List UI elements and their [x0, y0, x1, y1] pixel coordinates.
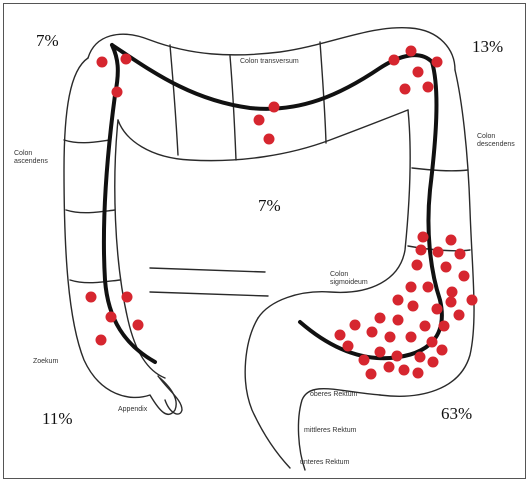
lesion-dot [112, 87, 123, 98]
lesion-dot [447, 287, 458, 298]
label-colon-ascendens: Colon ascendens [14, 150, 48, 166]
lesion-dot [406, 332, 417, 343]
label-oberes-rektum: oberes Rektum [310, 391, 357, 399]
lesion-dot [412, 260, 423, 271]
lesion-dot [384, 362, 395, 373]
percentage-middle: 7% [258, 197, 281, 214]
lesion-dot [432, 57, 443, 68]
lesion-dot [437, 345, 448, 356]
lesion-dot [416, 245, 427, 256]
lesion-dot [385, 332, 396, 343]
lesion-dot [406, 282, 417, 293]
lesion-dot [359, 355, 370, 366]
lesion-dot [413, 67, 424, 78]
lesion-dot [389, 55, 400, 66]
lesion-dot [423, 282, 434, 293]
lesion-dot [441, 262, 452, 273]
label-colon-sigmoideum: Colon sigmoideum [330, 271, 368, 287]
lesion-dot [400, 84, 411, 95]
lesion-dot [433, 247, 444, 258]
lesion-dot [420, 321, 431, 332]
lesion-dot [97, 57, 108, 68]
lesion-dot [367, 327, 378, 338]
lesion-dot [335, 330, 346, 341]
lesion-dot [427, 337, 438, 348]
label-appendix: Appendix [118, 406, 147, 414]
lesion-dot [96, 335, 107, 346]
lesion-dot [399, 365, 410, 376]
lesion-dots [86, 46, 478, 380]
lesion-dot [418, 232, 429, 243]
lesion-dot [343, 341, 354, 352]
lesion-dot [133, 320, 144, 331]
label-colon-transversum: Colon transversum [240, 58, 299, 66]
percentage-bottom-left: 11% [42, 410, 73, 427]
lesion-dot [446, 235, 457, 246]
lesion-dot [432, 304, 443, 315]
lesion-dot [423, 82, 434, 93]
lesion-dot [264, 134, 275, 145]
lesion-dot [467, 295, 478, 306]
label-unteres-rektum: unteres Rektum [300, 459, 349, 467]
lesion-dot [122, 292, 133, 303]
lesion-dot [350, 320, 361, 331]
lesion-dot [428, 357, 439, 368]
lesion-dot [415, 352, 426, 363]
lesion-dot [106, 312, 117, 323]
lesion-dot [392, 351, 403, 362]
lesion-dot [459, 271, 470, 282]
lesion-dot [375, 313, 386, 324]
lesion-dot [393, 315, 404, 326]
lesion-dot [86, 292, 97, 303]
lesion-dot [393, 295, 404, 306]
lesion-dot [269, 102, 280, 113]
lesion-dot [408, 301, 419, 312]
lesion-dot [254, 115, 265, 126]
lesion-dot [375, 347, 386, 358]
label-zoekum: Zoekum [33, 358, 58, 366]
percentage-top-right: 13% [472, 38, 503, 55]
lesion-dot [455, 249, 466, 260]
label-mittleres-rektum: mittleres Rektum [304, 427, 357, 435]
lesion-dot [454, 310, 465, 321]
lesion-dot [406, 46, 417, 57]
percentage-bottom-right: 63% [441, 405, 472, 422]
lesion-dot [439, 321, 450, 332]
lesion-dot [121, 54, 132, 65]
lesion-dot [366, 369, 377, 380]
lesion-dot [446, 297, 457, 308]
lesion-dot [413, 368, 424, 379]
colon-outline [64, 28, 474, 470]
percentage-top-left: 7% [36, 32, 59, 49]
label-colon-descendens: Colon descendens [477, 133, 515, 149]
